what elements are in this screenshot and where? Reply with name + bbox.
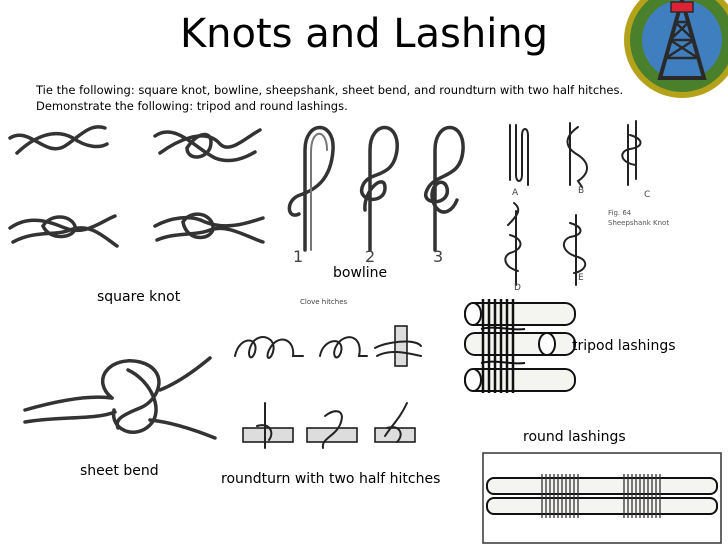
sheepshank-illustration: A B C D E Fig. 64 Sheepshank Knot [504,120,669,293]
bowline-step-3: 3 [433,247,443,266]
requirement-line-lashings: Demonstrate the following: tripod and ro… [36,99,348,113]
sheepshank-figure-note: Fig. 64 [608,209,632,217]
roundturn-illustration: Clove hitches [234,298,422,449]
merit-badge-icon [624,0,728,98]
sheet-bend-illustration [23,356,217,440]
slide-description: Tie the following: square knot, bowline,… [36,82,623,114]
sheepshank-step-e: E [578,273,584,283]
caption-roundturn: roundturn with two half hitches [221,471,441,487]
sheepshank-step-a: A [512,188,519,198]
requirement-line-knots: Tie the following: square knot, bowline,… [36,83,624,97]
caption-round-lashings: round lashings [523,429,626,445]
square-knot-illustration [8,125,265,248]
slide-title: Knots and Lashing [179,11,549,57]
clove-hitch-note: Clove hitches [300,298,348,306]
bowline-illustration: 1 2 3 [287,125,465,266]
bowline-step-2: 2 [365,247,375,266]
caption-bowline: bowline [333,265,388,281]
bowline-step-1: 1 [293,247,303,266]
round-lashing-illustration [482,452,722,544]
caption-sheet-bend: sheet bend [80,463,159,479]
caption-tripod-lashings: tripod lashings [572,338,676,354]
sheepshank-figure-note-2: Sheepshank Knot [608,219,669,227]
sheepshank-step-b: B [578,186,584,196]
caption-square-knot: square knot [97,289,181,305]
sheepshank-step-c: C [644,190,650,200]
tripod-lashing-illustration [464,299,576,393]
sheepshank-step-d: D [514,283,521,293]
